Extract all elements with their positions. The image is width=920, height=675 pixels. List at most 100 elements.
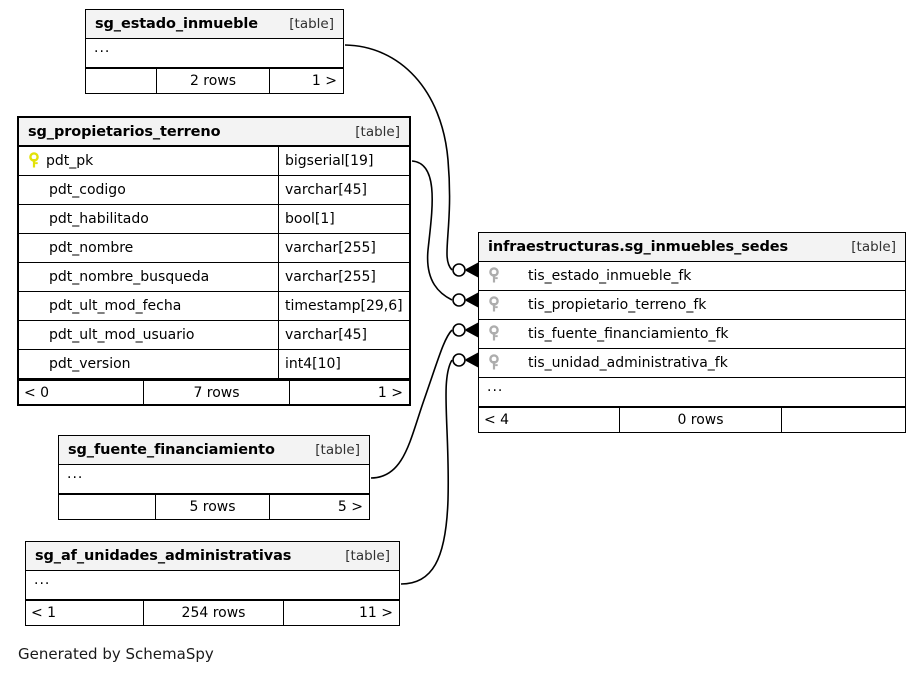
table-header[interactable]: sg_propietarios_terreno [table]: [19, 118, 409, 147]
column-type: bool[1]: [278, 205, 409, 233]
generated-by-caption: Generated by SchemaSpy: [18, 645, 214, 663]
column-label: tis_fuente_financiamiento_fk: [528, 326, 729, 342]
table-type-label: [table]: [345, 548, 390, 564]
footer-rowcount: 254 rows: [143, 601, 283, 625]
column-name-cell: pdt_ult_mod_fecha: [19, 292, 278, 320]
primary-key-icon: [26, 152, 42, 170]
table-title: sg_fuente_financiamiento: [68, 442, 275, 458]
column-type: timestamp[29,6]: [278, 292, 409, 320]
column-name-cell: tis_estado_inmueble_fk: [479, 262, 905, 290]
column-label: tis_unidad_administrativa_fk: [528, 355, 728, 371]
column-type: varchar[255]: [278, 263, 409, 291]
table-row[interactable]: pdt_codigo varchar[45]: [19, 176, 409, 205]
table-row[interactable]: pdt_habilitado bool[1]: [19, 205, 409, 234]
column-name-cell: tis_propietario_terreno_fk: [479, 291, 905, 319]
column-label: tis_propietario_terreno_fk: [528, 297, 707, 313]
terminator-propietario-terreno: [452, 292, 480, 308]
column-name-cell: pdt_nombre: [19, 234, 278, 262]
column-label: tis_estado_inmueble_fk: [528, 268, 692, 284]
table-footer: < 1 254 rows 11 >: [26, 600, 399, 625]
ellipsis-label: ...: [94, 40, 111, 56]
table-row[interactable]: pdt_ult_mod_usuario varchar[45]: [19, 321, 409, 350]
column-name-cell: pdt_codigo: [19, 176, 278, 204]
table-row[interactable]: pdt_ult_mod_fecha timestamp[29,6]: [19, 292, 409, 321]
column-name-cell: pdt_version: [19, 350, 278, 378]
footer-children: [781, 408, 905, 432]
column-label: pdt_nombre_busqueda: [49, 269, 210, 285]
foreign-key-icon: [486, 296, 502, 314]
footer-parents: < 1: [31, 605, 57, 621]
table-node-sg-fuente-financiamiento[interactable]: sg_fuente_financiamiento [table] ... 5 r…: [58, 435, 370, 520]
column-type: bigserial[19]: [278, 147, 409, 175]
table-row[interactable]: tis_fuente_financiamiento_fk: [479, 320, 905, 349]
table-title: sg_af_unidades_administrativas: [35, 548, 292, 564]
column-label: pdt_ult_mod_usuario: [49, 327, 195, 343]
footer-children: 11 >: [283, 601, 399, 625]
table-ellipsis-row: ...: [26, 571, 399, 600]
table-footer: < 0 7 rows 1 >: [19, 379, 409, 404]
table-header[interactable]: sg_af_unidades_administrativas [table]: [26, 542, 399, 571]
column-type: varchar[45]: [278, 321, 409, 349]
column-label: pdt_version: [49, 356, 131, 372]
column-name-cell: tis_fuente_financiamiento_fk: [479, 320, 905, 348]
footer-children: 5 >: [269, 495, 369, 519]
footer-rowcount: 2 rows: [156, 69, 268, 93]
table-ellipsis-row: ...: [59, 465, 369, 494]
table-node-sg-af-unidades-administrativas[interactable]: sg_af_unidades_administrativas [table] .…: [25, 541, 400, 626]
edge-sg-propietarios-terreno: [411, 160, 453, 301]
foreign-key-icon: [486, 267, 502, 285]
table-header[interactable]: sg_fuente_financiamiento [table]: [59, 436, 369, 465]
table-node-infraestructuras-sg-inmuebles-sedes[interactable]: infraestructuras.sg_inmuebles_sedes [tab…: [478, 232, 906, 433]
column-label: pdt_codigo: [49, 182, 126, 198]
column-name-cell: tis_unidad_administrativa_fk: [479, 349, 905, 377]
table-node-sg-propietarios-terreno[interactable]: sg_propietarios_terreno [table] pdt_pk b…: [17, 116, 411, 406]
table-row[interactable]: pdt_nombre varchar[255]: [19, 234, 409, 263]
table-title: sg_estado_inmueble: [95, 16, 258, 32]
table-footer: < 4 0 rows: [479, 407, 905, 432]
table-header[interactable]: infraestructuras.sg_inmuebles_sedes [tab…: [479, 233, 905, 262]
table-ellipsis-row: ...: [479, 378, 905, 407]
terminator-fuente-financiamiento: [452, 322, 480, 338]
table-type-label: [table]: [851, 239, 896, 255]
table-node-sg-estado-inmueble[interactable]: sg_estado_inmueble [table] ... 2 rows 1 …: [85, 9, 344, 94]
table-row[interactable]: tis_unidad_administrativa_fk: [479, 349, 905, 378]
column-label: pdt_nombre: [49, 240, 134, 256]
table-row[interactable]: pdt_version int4[10]: [19, 350, 409, 379]
footer-rowcount: 0 rows: [619, 408, 781, 432]
table-title: infraestructuras.sg_inmuebles_sedes: [488, 239, 789, 255]
ellipsis-label: ...: [67, 466, 84, 482]
table-footer: 2 rows 1 >: [86, 68, 343, 93]
column-type: varchar[45]: [278, 176, 409, 204]
column-label: pdt_habilitado: [49, 211, 149, 227]
table-row[interactable]: tis_propietario_terreno_fk: [479, 291, 905, 320]
table-footer: 5 rows 5 >: [59, 494, 369, 519]
foreign-key-icon: [486, 325, 502, 343]
table-type-label: [table]: [355, 123, 400, 140]
footer-parents: [59, 495, 155, 519]
foreign-key-icon: [486, 354, 502, 372]
table-title: sg_propietarios_terreno: [28, 123, 221, 140]
column-name-cell: pdt_nombre_busqueda: [19, 263, 278, 291]
column-name-cell: pdt_pk: [19, 147, 278, 175]
footer-parents: < 4: [484, 412, 510, 428]
table-type-label: [table]: [289, 16, 334, 32]
footer-children: 1 >: [268, 69, 343, 93]
table-row[interactable]: tis_estado_inmueble_fk: [479, 262, 905, 291]
ellipsis-label: ...: [34, 572, 51, 588]
edge-terminators: [452, 262, 480, 368]
terminator-estado-inmueble: [452, 262, 480, 278]
ellipsis-label: ...: [487, 379, 504, 395]
footer-children: 1 >: [289, 381, 409, 404]
column-label: pdt_ult_mod_fecha: [49, 298, 182, 314]
table-ellipsis-row: ...: [86, 39, 343, 68]
terminator-unidad-administrativa: [452, 352, 480, 368]
table-row[interactable]: pdt_nombre_busqueda varchar[255]: [19, 263, 409, 292]
table-header[interactable]: sg_estado_inmueble [table]: [86, 10, 343, 39]
table-row[interactable]: pdt_pk bigserial[19]: [19, 147, 409, 176]
footer-rowcount: 5 rows: [155, 495, 269, 519]
column-name-cell: pdt_habilitado: [19, 205, 278, 233]
column-name-cell: pdt_ult_mod_usuario: [19, 321, 278, 349]
footer-rowcount: 7 rows: [143, 381, 289, 404]
footer-parents: [86, 69, 156, 93]
